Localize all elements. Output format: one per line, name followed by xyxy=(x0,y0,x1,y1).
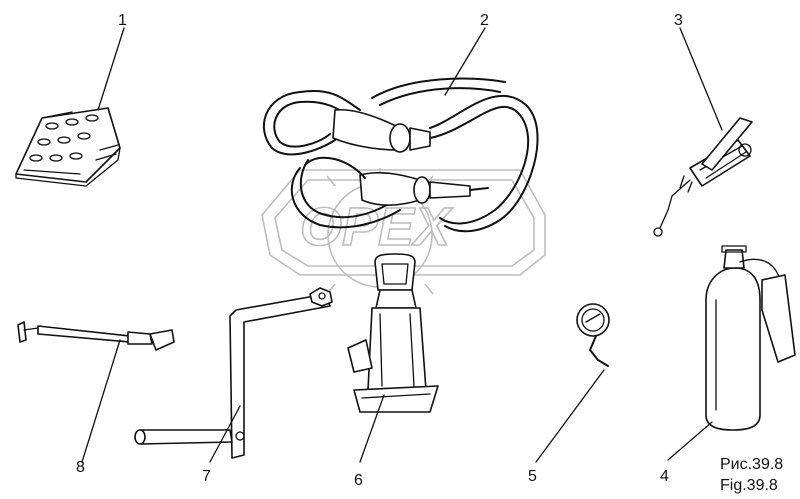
callout-5: 5 xyxy=(528,468,537,485)
callout-2: 2 xyxy=(480,12,489,29)
part-5-pressure-gauge xyxy=(576,303,610,367)
leader-5 xyxy=(535,369,605,463)
part-3-grease-gun xyxy=(653,117,753,237)
callout-3: 3 xyxy=(674,12,683,29)
callout-1: 1 xyxy=(118,12,127,29)
part-2-inflation-hose xyxy=(262,77,539,233)
part-7-crank-handle xyxy=(134,287,333,459)
caption-ru: Рис.39.8 xyxy=(720,456,783,473)
leader-2 xyxy=(444,27,486,96)
leader-lines xyxy=(81,27,723,463)
callout-7: 7 xyxy=(202,468,211,485)
part-4-fire-extinguisher xyxy=(705,245,796,431)
part-6-bottle-jack xyxy=(347,253,439,413)
part-8-tyre-lever xyxy=(17,321,175,351)
watermark-text: OPEX xyxy=(300,197,453,257)
callout-6: 6 xyxy=(354,472,363,489)
leader-7 xyxy=(209,405,241,463)
leader-6 xyxy=(359,394,385,463)
leader-8 xyxy=(81,339,121,463)
leader-4 xyxy=(667,421,713,461)
callout-numbers: 1 2 3 4 5 6 7 8 xyxy=(76,12,683,489)
caption-en: Fig.39.8 xyxy=(720,477,778,494)
figure-caption: Рис.39.8 Fig.39.8 xyxy=(720,456,783,494)
leader-1 xyxy=(97,27,125,111)
callout-4: 4 xyxy=(660,468,669,485)
part-1-wheel-chock xyxy=(15,107,121,187)
callout-8: 8 xyxy=(76,459,85,476)
leader-3 xyxy=(679,27,723,131)
